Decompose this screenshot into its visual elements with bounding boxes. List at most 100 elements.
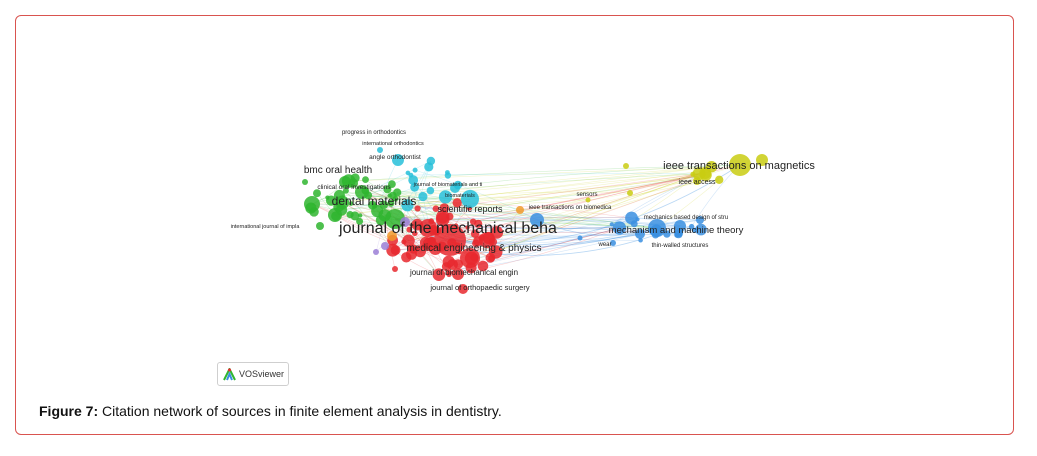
network-node-cyan (426, 156, 436, 166)
network-node-blue (695, 223, 707, 236)
network-node-cyan (405, 170, 411, 176)
network-edge (334, 164, 741, 216)
network-edge (350, 203, 443, 218)
vosviewer-logo: VOSviewer (217, 362, 289, 386)
network-node-green (356, 217, 364, 225)
network-node-blue (674, 220, 686, 232)
network-edge (448, 174, 706, 262)
network-edge (438, 233, 641, 276)
network-node-green (304, 196, 320, 212)
caption-text: Citation network of sources in finite el… (98, 403, 502, 419)
network-edge (311, 203, 453, 265)
network-node-blue (696, 216, 704, 224)
network-edge (342, 202, 409, 241)
network-node-blue (638, 237, 643, 243)
network-node-green (383, 185, 392, 194)
node-label: progress in orthodontics (342, 130, 406, 136)
network-node-red (432, 268, 446, 282)
network-node-yellow (585, 197, 591, 203)
network-node-green (348, 201, 354, 206)
network-node-cyan (461, 190, 479, 208)
network-edge (473, 174, 706, 223)
node-label: clinical oral investigations (317, 184, 391, 191)
network-node-blue (630, 220, 638, 228)
node-label: angle orthodontist (369, 154, 421, 161)
network-edge (469, 197, 589, 201)
network-node-orange (516, 206, 524, 214)
network-node-blue (674, 232, 680, 238)
network-node-red (432, 205, 440, 212)
network-node-green (375, 215, 386, 226)
network-node-blue (612, 221, 627, 235)
network-node-red (479, 232, 495, 248)
network-node-blue (635, 217, 640, 222)
network-node-red (402, 234, 415, 247)
network-edge (311, 203, 411, 249)
network-node-red (386, 243, 400, 257)
network-edge (415, 169, 538, 221)
network-node-blue (635, 229, 645, 239)
network-node-green (316, 222, 324, 230)
node-label: bmc oral health (304, 165, 372, 176)
network-edge (471, 237, 581, 259)
node-label: journal of orthopaedic surgery (429, 283, 529, 292)
network-node-yellow (756, 154, 768, 166)
network-node-cyan (401, 199, 414, 212)
network-node-blue (609, 222, 614, 227)
network-node-purple (381, 242, 389, 250)
network-edge (348, 164, 741, 182)
node-label: sensors (576, 192, 597, 198)
node-label: journal of biomechanical engin (409, 268, 518, 277)
network-edge (486, 172, 706, 241)
network-node-red (488, 255, 495, 262)
caption-label: Figure 7: (39, 403, 99, 419)
network-node-green (355, 185, 369, 199)
network-edge (442, 216, 701, 221)
network-node-red (412, 230, 418, 237)
network-node-orange (387, 231, 397, 241)
network-node-red (452, 198, 462, 208)
network-edge (488, 227, 620, 239)
network-node-cyan (412, 167, 418, 173)
network-node-red (442, 255, 455, 268)
network-node-red (460, 248, 480, 268)
network-edge (342, 202, 409, 241)
network-node-cyan (426, 186, 435, 195)
network-node-yellow (715, 175, 724, 184)
network-edge (342, 160, 432, 203)
network-edge (397, 164, 741, 193)
node-label: ieee access (679, 179, 716, 186)
network-node-red (419, 219, 437, 237)
network-node-green (389, 191, 397, 199)
network-node-blue (530, 213, 544, 227)
network-node-red (434, 224, 466, 256)
network-node-blue (610, 240, 616, 246)
network-node-red (465, 225, 470, 230)
network-node-green (326, 195, 337, 206)
network-node-yellow (729, 154, 751, 176)
node-label: mechanics based design of stru (644, 215, 728, 221)
node-label: dental materials (332, 194, 417, 208)
network-node-green (302, 179, 308, 185)
network-node-green (385, 209, 405, 229)
network-edge (442, 192, 631, 218)
network-node-blue (663, 230, 671, 238)
network-node-yellow (690, 171, 696, 177)
network-edge (457, 202, 632, 219)
network-node-cyan (410, 182, 419, 192)
network-node-yellow (699, 167, 712, 180)
network-edge (469, 174, 706, 200)
network-edge (579, 173, 700, 239)
network-edge (455, 225, 620, 229)
network-node-cyan (408, 175, 419, 186)
network-edge (334, 214, 414, 250)
network-node-yellow (693, 177, 701, 185)
network-node-green (371, 204, 384, 218)
network-node-cyan (418, 191, 428, 202)
network-node-red (406, 248, 417, 260)
network-edge (495, 173, 700, 253)
node-label: mechanism and machine theory (609, 225, 744, 236)
network-node-cyan (438, 190, 453, 204)
network-node-red (406, 226, 413, 233)
